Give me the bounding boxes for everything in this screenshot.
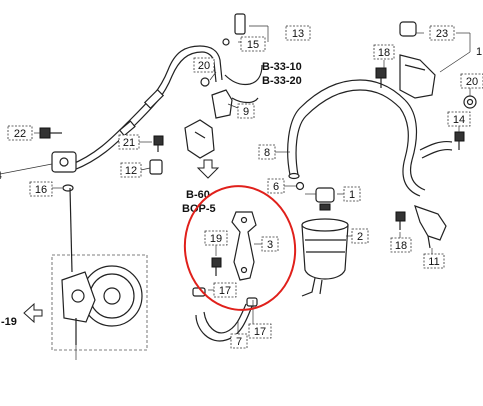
callout-12: 12 <box>120 162 142 178</box>
svg-text:20: 20 <box>466 76 478 88</box>
callout-21: 21 <box>118 134 140 150</box>
svg-text:1: 1 <box>476 46 482 58</box>
callout-7: 7 <box>230 333 248 349</box>
callout-18-top: 18 <box>373 44 395 60</box>
svg-text:16: 16 <box>35 184 47 196</box>
svg-text:9: 9 <box>243 106 249 118</box>
cooler-hose <box>419 140 453 159</box>
callout-13: 13 <box>285 25 311 41</box>
reservoir-2-part <box>301 218 349 297</box>
svg-text:21: 21 <box>123 137 135 149</box>
svg-text:17: 17 <box>219 285 231 297</box>
svg-text:20: 20 <box>198 60 210 72</box>
ref-b-19[interactable]: -19 <box>1 316 17 328</box>
svg-text:6: 6 <box>273 181 279 193</box>
callout-4: 4 <box>0 170 2 182</box>
ref-bop-5[interactable]: BOP-5 <box>182 203 216 215</box>
svg-text:8: 8 <box>264 147 270 159</box>
callout-6: 6 <box>267 178 285 194</box>
hose-bracket-part <box>184 119 215 159</box>
clamp-12-part <box>149 159 163 175</box>
svg-text:2: 2 <box>357 231 363 243</box>
clamp-9-part <box>211 89 233 119</box>
callout-19: 19 <box>204 230 228 246</box>
bolt-19-part <box>211 257 222 276</box>
ref-b-60[interactable]: B-60 <box>186 189 210 201</box>
washer-16-part <box>62 184 74 192</box>
ref-b-33-20[interactable]: B-33-20 <box>262 75 302 87</box>
highlight-circle <box>183 185 297 311</box>
washer-20-top-part <box>200 77 210 87</box>
callout-1-top: 1 <box>476 46 482 58</box>
hollow-down-arrow-icon <box>196 159 220 179</box>
callout-2: 2 <box>351 228 369 244</box>
callout-16: 16 <box>29 181 53 197</box>
callout-23: 23 <box>429 25 455 41</box>
callout-1: 1 <box>343 186 361 202</box>
svg-text:11: 11 <box>428 256 439 268</box>
callout-8: 8 <box>258 144 276 160</box>
ref-b-33-10[interactable]: B-33-10 <box>262 61 302 73</box>
bolt-22-part <box>39 127 62 139</box>
pressure-hose <box>69 45 223 171</box>
callout-20-right: 20 <box>460 73 483 89</box>
bolt-18-bottom-part <box>395 211 406 230</box>
svg-text:4: 4 <box>0 170 2 182</box>
svg-text:19: 19 <box>210 233 222 245</box>
switch-15-part <box>222 13 246 46</box>
svg-text:7: 7 <box>236 336 242 348</box>
bolt-14-part <box>454 131 465 150</box>
power-steering-pump-part <box>51 187 148 351</box>
callout-20-top: 20 <box>193 57 215 73</box>
bracket-11-part <box>414 205 447 249</box>
bolt-21-part <box>153 135 164 152</box>
callout-17-right: 17 <box>248 323 272 339</box>
svg-text:1: 1 <box>349 189 355 201</box>
svg-text:14: 14 <box>453 114 465 126</box>
svg-text:18: 18 <box>395 240 407 252</box>
callout-18-bottom: 18 <box>390 237 412 253</box>
callout-3: 3 <box>261 236 279 252</box>
svg-text:3: 3 <box>267 239 273 251</box>
bolt-18-top-part <box>375 67 387 88</box>
svg-text:18: 18 <box>378 47 390 59</box>
callout-15: 15 <box>240 36 266 52</box>
reservoir-cap-1-part <box>315 187 335 211</box>
svg-text:23: 23 <box>436 28 448 40</box>
callout-22: 22 <box>7 125 33 141</box>
svg-text:17: 17 <box>254 326 266 338</box>
bracket-23-part <box>399 21 436 99</box>
svg-text:15: 15 <box>247 39 259 51</box>
svg-text:13: 13 <box>292 28 304 40</box>
nut-20-right-part <box>463 95 477 109</box>
callout-17-left: 17 <box>213 282 237 298</box>
callout-14: 14 <box>447 111 471 127</box>
reservoir-hose <box>287 79 426 197</box>
union-fitting-4-part <box>51 151 77 173</box>
svg-text:22: 22 <box>14 128 26 140</box>
washer-6-part <box>295 181 305 191</box>
callout-11: 11 <box>423 253 445 269</box>
svg-text:12: 12 <box>125 165 137 177</box>
callout-9: 9 <box>237 103 255 119</box>
return-line <box>224 64 263 104</box>
hollow-left-arrow-icon <box>23 302 43 324</box>
reservoir-bracket-3-part <box>231 211 257 281</box>
